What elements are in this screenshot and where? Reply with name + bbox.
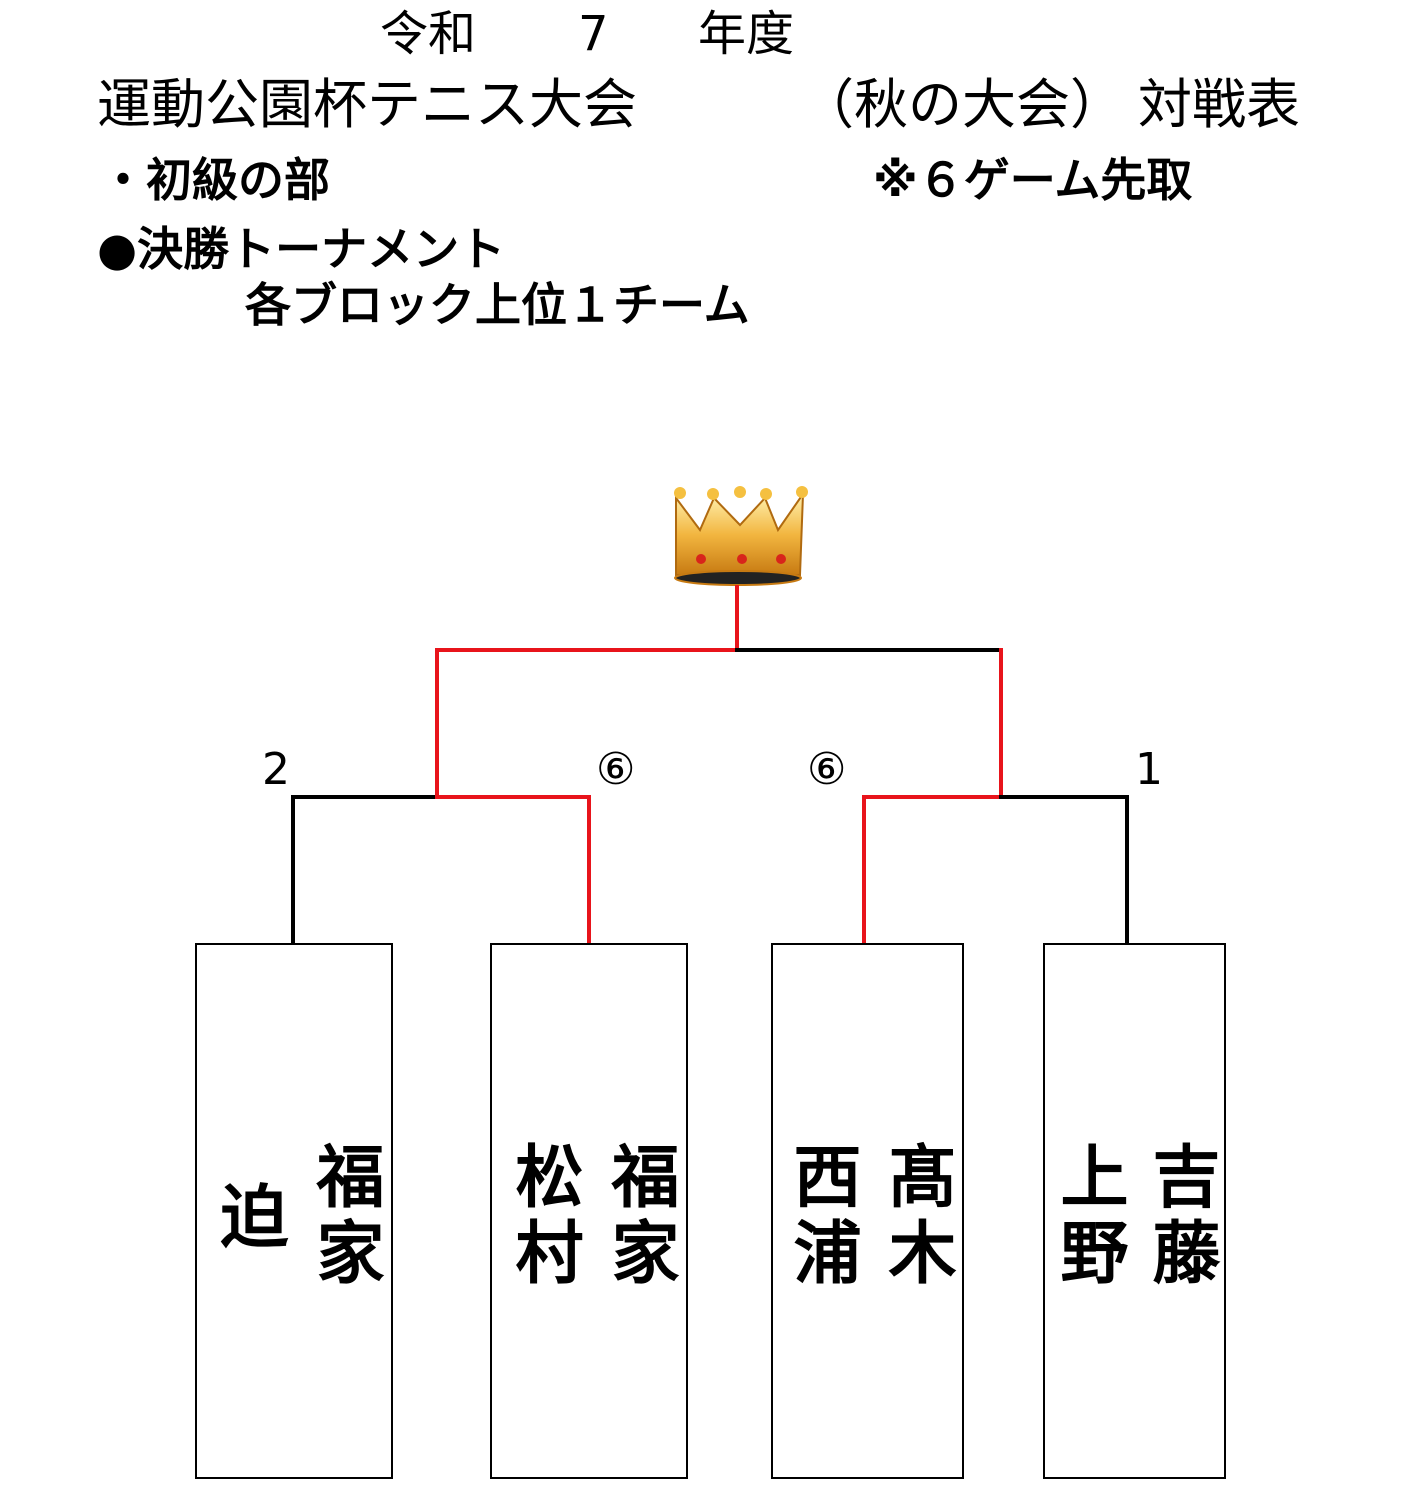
team2-player2: 松村 [503,1141,582,1293]
team3-player1: 髙木 [876,1141,955,1293]
match2-score-team1: ⑥ [807,744,847,795]
match1-score-team2: ⑥ [596,744,636,795]
team3-line [862,795,1003,945]
team4-player1: 吉藤 [1140,1141,1219,1293]
match1-score-team1: 2 [262,744,290,795]
team1-player1: 福家 [304,1141,383,1293]
year-value: 7 [578,6,609,62]
crown-icon [674,486,808,586]
match2-score-team2: 1 [1135,744,1163,795]
rule-note: ※６ゲーム先取 [873,153,1193,207]
team4-player2: 上野 [1048,1141,1127,1293]
team3-player2: 西浦 [781,1141,860,1293]
team1-player2: 迫 [208,1181,287,1257]
doc-type: 対戦表 [1138,73,1300,136]
team-box-2: 福家 松村 [490,943,688,1479]
team-box-3: 髙木 西浦 [771,943,964,1479]
division-label: ・初級の部 [100,153,330,207]
season-label: （秋の大会） [800,73,1124,136]
qualification-note: 各ブロック上位１チーム [245,278,750,332]
team-box-4: 吉藤 上野 [1043,943,1226,1479]
team4-line [999,795,1129,945]
team-box-1: 福家 迫 [195,943,393,1479]
team2-line [435,795,591,945]
team2-player1: 福家 [599,1141,678,1293]
team1-line [291,795,439,945]
year-suffix: 年度 [698,6,795,62]
stage-title: ●決勝トーナメント [97,222,506,276]
tournament-name: 運動公園杯テニス大会 [97,73,637,136]
era-label: 令和 [380,6,477,62]
